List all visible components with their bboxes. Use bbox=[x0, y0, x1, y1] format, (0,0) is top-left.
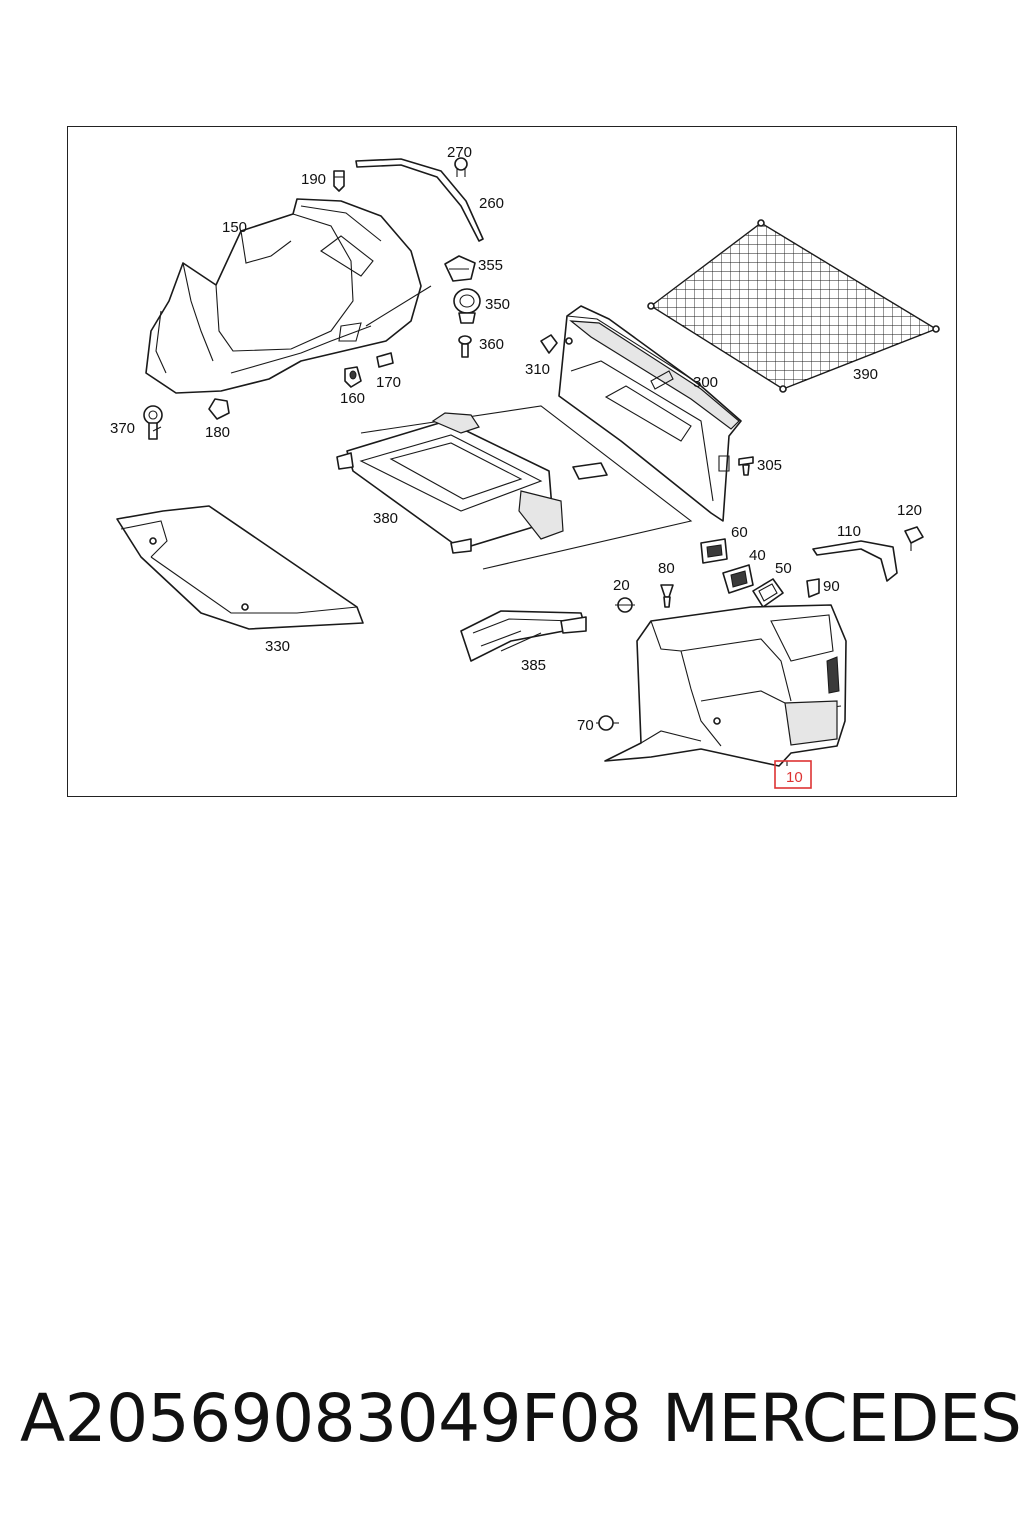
label-120: 120 bbox=[897, 502, 922, 519]
label-50: 50 bbox=[775, 560, 792, 577]
parts-diagram-frame: 270 190 260 150 355 350 360 310 170 160 … bbox=[67, 126, 957, 797]
label-370: 370 bbox=[110, 420, 135, 437]
part-120-clip bbox=[904, 526, 924, 551]
part-160-clip bbox=[344, 366, 362, 388]
label-80: 80 bbox=[658, 560, 675, 577]
label-390: 390 bbox=[853, 366, 878, 383]
parts-exploded-diagram: 270 190 260 150 355 350 360 310 170 160 … bbox=[110, 144, 940, 789]
label-310: 310 bbox=[525, 361, 550, 378]
label-385: 385 bbox=[521, 657, 546, 674]
part-370-hook bbox=[143, 405, 163, 440]
highlight-box-10 bbox=[774, 760, 812, 789]
part-50-frame bbox=[752, 578, 784, 608]
label-170: 170 bbox=[376, 374, 401, 391]
part-270-clip bbox=[454, 157, 468, 177]
brand-name: MERCEDES bbox=[662, 1380, 1022, 1457]
label-350: 350 bbox=[485, 296, 510, 313]
part-80-clip bbox=[660, 584, 674, 608]
label-10: 10 bbox=[786, 769, 803, 786]
label-300: 300 bbox=[693, 374, 718, 391]
part-310-clip bbox=[540, 334, 558, 354]
part-number: A20569083049F08 bbox=[20, 1380, 642, 1457]
label-270: 270 bbox=[447, 144, 472, 161]
label-60: 60 bbox=[731, 524, 748, 541]
part-180-cap bbox=[208, 398, 230, 420]
part-10-right-trim-panel bbox=[604, 604, 847, 767]
label-380: 380 bbox=[373, 510, 398, 527]
label-305: 305 bbox=[757, 457, 782, 474]
label-70: 70 bbox=[577, 717, 594, 734]
part-305-fastener bbox=[738, 456, 754, 476]
label-150: 150 bbox=[222, 219, 247, 236]
leader-lines bbox=[152, 426, 788, 766]
label-190: 190 bbox=[301, 171, 326, 188]
part-90-clip bbox=[806, 578, 820, 598]
part-110-trim-strip bbox=[812, 540, 898, 582]
part-380-load-floor bbox=[336, 405, 693, 570]
part-330-floor-cover bbox=[116, 505, 364, 630]
part-260-trim-strip bbox=[355, 158, 484, 242]
label-330: 330 bbox=[265, 638, 290, 655]
part-40-socket bbox=[722, 564, 754, 594]
label-40: 40 bbox=[749, 547, 766, 564]
part-300-rear-panel bbox=[558, 305, 742, 522]
label-260: 260 bbox=[479, 195, 504, 212]
label-110: 110 bbox=[837, 523, 861, 540]
callout-labels: 270 190 260 150 355 350 360 310 170 160 … bbox=[110, 144, 922, 789]
part-385-bracket bbox=[460, 610, 587, 662]
label-20: 20 bbox=[613, 577, 630, 594]
part-190-clip bbox=[333, 170, 345, 192]
part-355-cap bbox=[444, 255, 476, 282]
footer: A20569083049F08 MERCEDES bbox=[20, 1380, 1022, 1470]
part-390-cargo-net bbox=[647, 219, 940, 393]
part-170-nut bbox=[376, 352, 394, 368]
label-160: 160 bbox=[340, 390, 365, 407]
part-20-clip bbox=[615, 597, 635, 613]
part-70-clip bbox=[598, 715, 619, 731]
part-350-tie-down-eye bbox=[453, 288, 481, 324]
label-360: 360 bbox=[479, 336, 504, 353]
part-360-bolt bbox=[458, 335, 472, 358]
label-90: 90 bbox=[823, 578, 840, 595]
part-60-switch bbox=[700, 538, 728, 564]
label-180: 180 bbox=[205, 424, 230, 441]
label-355: 355 bbox=[478, 257, 503, 274]
part-150-left-trim-panel bbox=[145, 198, 432, 394]
